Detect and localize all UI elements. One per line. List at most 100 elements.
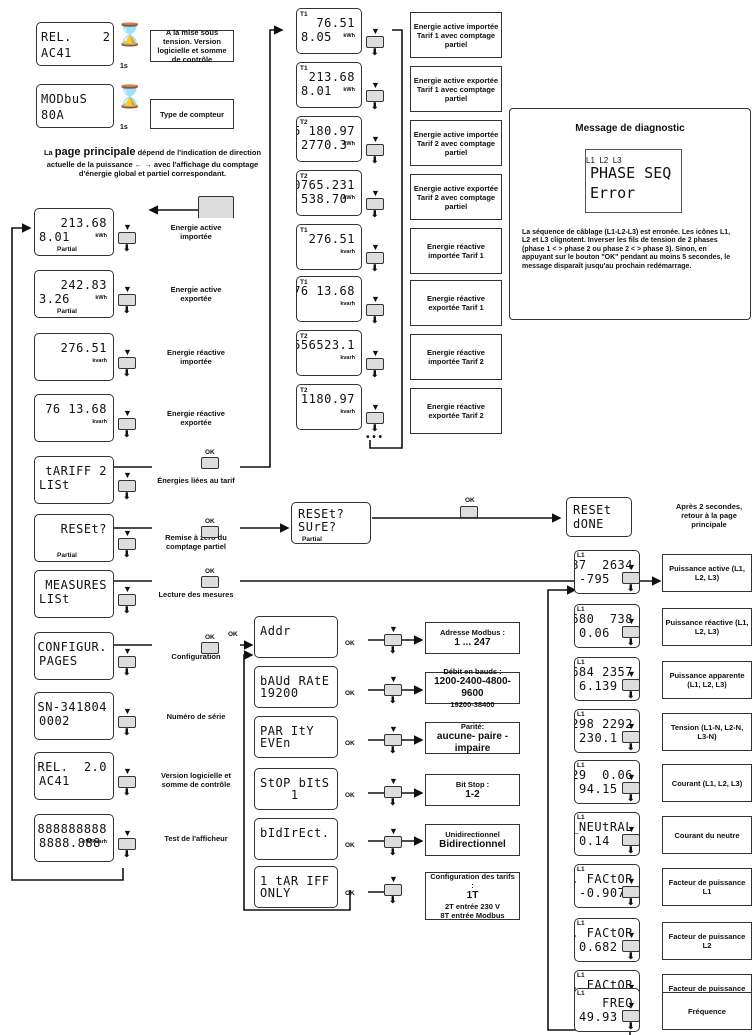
ok-label: OK [345,690,355,697]
ok-button[interactable] [201,457,219,469]
down-button[interactable] [118,357,136,369]
tag-l1: L1 [577,552,585,559]
down-arrow-icon: ⬇ [389,797,397,807]
lcd-line1: 76.51 [316,16,355,30]
config-text: 1-2 [465,788,480,800]
lcd-line1: I_NEUtRAL [575,820,633,834]
ok-button[interactable] [460,506,478,518]
down-arrow-icon: ⬇ [627,845,635,855]
down-button[interactable] [366,358,384,370]
tag-l2: L2 [599,156,609,165]
down-button[interactable] [118,418,136,430]
down-button[interactable] [622,940,640,952]
tariff-tag: T1 [300,227,308,234]
lcd-config-1: bAUd RAtE 19200 [254,666,338,708]
down-button[interactable] [622,731,640,743]
unit-label: kW/kvarh [82,839,107,845]
down-button[interactable] [366,252,384,264]
ok-label: OK [345,640,355,647]
main-text-post: dépend de l'indication de direction actu… [46,148,262,179]
unit-label: kvarh [340,409,355,415]
down-button[interactable] [622,626,640,638]
down-button[interactable] [384,786,402,798]
box-power-on: A la mise sous tension. Version logiciel… [150,28,234,64]
lcd-line1: 213.68 [308,70,355,84]
down-button[interactable] [384,836,402,848]
down-button[interactable] [118,716,136,728]
down-button[interactable] [384,734,402,746]
down-button[interactable] [622,782,640,794]
lcd-text: Addr 1 [260,624,338,638]
down-arrow-icon: ⬇ [627,742,635,752]
down-triangle-icon: ▼ [371,294,380,304]
down-triangle-icon: ▼ [627,876,636,886]
lcd-line2: 80A [41,108,65,122]
box-config-0: Adresse Modbus :1 ... 247 [425,622,520,654]
down-button[interactable] [622,572,640,584]
down-button[interactable] [366,198,384,210]
lcd-line1: 276.51 [308,232,355,246]
down-arrow-icon: ⬇ [371,209,379,219]
down-button[interactable] [366,36,384,48]
down-arrow-icon: ⬇ [123,727,131,737]
down-button[interactable] [622,834,640,846]
down-triangle-icon: ▼ [123,646,132,656]
ok-label: OK [345,740,355,747]
hourglass-icon: ⌛ [116,22,144,47]
unit-label: kWh [95,295,107,301]
config-text: Adresse Modbus : [439,627,505,637]
down-button[interactable] [366,144,384,156]
down-button[interactable] [118,838,136,850]
down-button[interactable] [118,538,136,550]
unit-label: kWh [343,33,355,39]
down-button[interactable] [366,90,384,102]
down-button[interactable] [118,656,136,668]
box-left-5: Remise à zéro du comptage partiel [152,524,240,560]
down-button[interactable] [622,679,640,691]
down-button[interactable] [622,886,640,898]
unit-label: kWh [343,195,355,201]
diagnostic-title: Message de diagnostic [575,123,685,134]
down-triangle-icon: ▼ [627,721,636,731]
tariff-tag: T1 [300,65,308,72]
down-arrow-icon: ⬇ [123,849,131,859]
down-button[interactable] [118,594,136,606]
down-button[interactable] [384,634,402,646]
down-button[interactable] [622,1010,640,1022]
down-button[interactable] [118,232,136,244]
down-button[interactable] [366,304,384,316]
ok-button[interactable] [201,642,219,654]
down-button[interactable] [118,294,136,306]
down-button[interactable] [118,480,136,492]
down-button[interactable] [384,684,402,696]
ok-button[interactable] [201,526,219,538]
arrow-button[interactable] [198,196,234,220]
down-button[interactable] [384,884,402,896]
down-button[interactable] [366,412,384,424]
tag-l1: L1 [586,156,595,165]
lcd-config-3: StOP bItS 1 [254,768,338,810]
box-reset-done: Après 2 secondes, retour à la page princ… [664,497,754,533]
config-text: Configuration des tarifs : [430,872,515,890]
lcd-line2: 230.1 [579,731,618,745]
down-triangle-icon: ▼ [389,724,398,734]
lcd-line2: dONE [573,517,604,531]
down-arrow-icon: ⬇ [123,243,131,253]
tariff-tag: T1 [300,11,308,18]
ok-button[interactable] [201,576,219,588]
down-arrow-icon: ⬇ [627,897,635,907]
down-button[interactable] [118,776,136,788]
down-arrow-icon: ⬇ [389,895,397,905]
down-arrow-icon: ⬇ [123,549,131,559]
lcd-line1: FREQ [602,996,633,1010]
lcd-line1: 76 13.68 [45,402,107,416]
tariff-tag: T2 [300,387,308,394]
down-arrow-icon: ⬇ [627,583,635,593]
box-tariff-3: Energie active exportée Tarif 2 avec com… [410,174,502,220]
